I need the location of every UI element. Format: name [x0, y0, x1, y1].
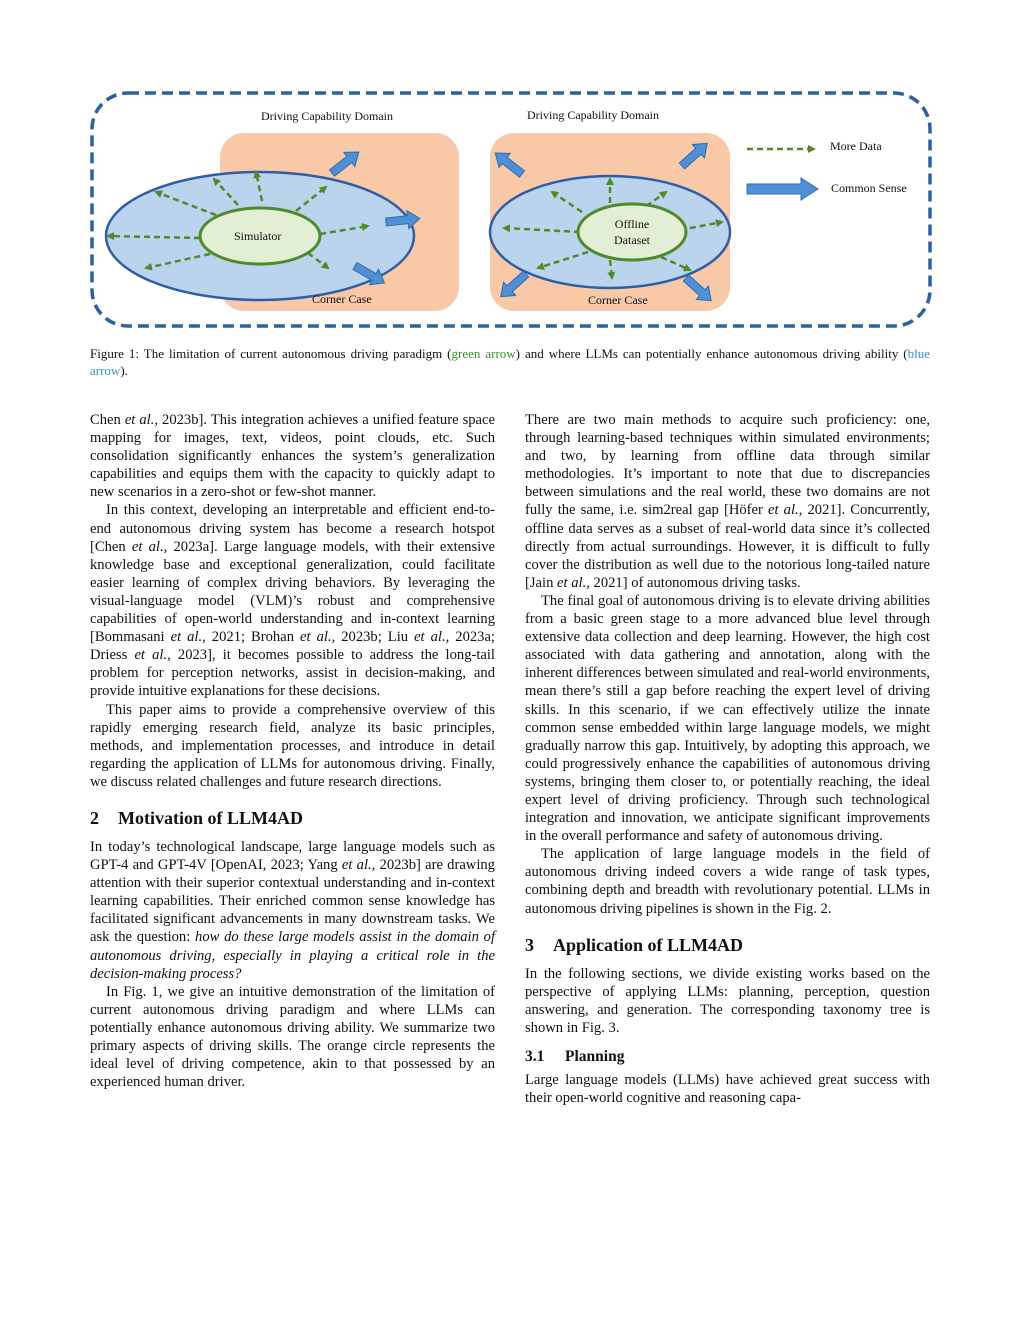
figure-caption: Figure 1: The limitation of current auto… — [90, 345, 930, 379]
citation-etal: et al. — [341, 857, 372, 874]
blue-arrow — [385, 209, 421, 230]
subsection-number: 3.1 — [525, 1048, 545, 1065]
paragraph: Chen et al., 2023b]. This integration ac… — [90, 411, 495, 501]
corner-case-right: Corner Case — [588, 293, 648, 307]
paragraph: In Fig. 1, we give an intuitive demonstr… — [90, 983, 495, 1091]
paragraph: There are two main methods to acquire su… — [525, 411, 930, 592]
text: , 2023b] are drawing attention with thei… — [90, 857, 495, 946]
blue-arrow — [352, 261, 386, 286]
simulator-ellipse — [198, 206, 322, 266]
text: , 2021] of autonomous driving tasks. — [586, 574, 801, 591]
citation-etal: et al. — [131, 538, 164, 555]
paragraph: This paper aims to provide a comprehensi… — [90, 701, 495, 790]
green-arrow — [307, 252, 330, 270]
offline-label-line2: Dataset — [614, 233, 650, 247]
legend-common-sense: Common Sense — [831, 181, 907, 195]
green-arrow — [319, 223, 370, 236]
offline-dataset-ellipse — [576, 202, 688, 262]
right-blue-arrows — [494, 142, 712, 302]
blue-arrow — [328, 151, 360, 177]
text: , 2021; Brohan — [202, 629, 301, 646]
green-arrow — [536, 250, 589, 270]
section-number: 2 — [90, 807, 99, 828]
section-title: Application of LLM4AD — [553, 934, 744, 955]
research-question: how do these large models assist in the … — [90, 929, 495, 982]
text: In this context, developing an interpret… — [90, 502, 495, 555]
paragraph: The final goal of autonomous driving is … — [525, 592, 930, 845]
citation-etal: et al. — [124, 412, 155, 428]
blue-arrow — [494, 152, 526, 178]
green-arrow — [651, 251, 692, 272]
offline-label-line1: Offline — [614, 217, 650, 231]
section-title: Motivation of LLM4AD — [118, 807, 303, 828]
subsection-title: Planning — [565, 1048, 625, 1065]
section-number: 3 — [525, 934, 534, 955]
citation-etal: et al. — [557, 574, 587, 591]
legend-blue-arrow — [746, 177, 819, 201]
citation-etal: et al. — [300, 629, 332, 646]
green-arrow — [550, 190, 583, 214]
text: There are two main methods to acquire su… — [525, 412, 930, 519]
section-heading-3: 3 Application of LLM4AD — [525, 934, 930, 956]
green-arrow — [679, 219, 724, 232]
green-arrow — [212, 177, 239, 206]
text: , 2023a; Driess — [90, 629, 495, 664]
right-column: There are two main methods to acquire su… — [525, 411, 930, 1107]
figure-1: Driving Capability Domain Driving Capabi… — [86, 88, 936, 334]
citation-etal: et al. — [768, 502, 799, 519]
simulator-label: Simulator — [234, 229, 282, 243]
caption-blue-arrow: blue arrow — [90, 346, 931, 378]
offline-label: Offline Dataset — [614, 216, 650, 248]
left-blue-arrows — [328, 151, 421, 286]
green-arrow — [253, 170, 264, 202]
legend-more-data: More Data — [830, 139, 882, 153]
paragraph: Large language models (LLMs) have achiev… — [525, 1072, 930, 1107]
figure-diagram — [90, 91, 932, 328]
text: , 2021]. Concurrently, offline data serv… — [525, 502, 931, 591]
blue-arrow — [682, 274, 712, 302]
green-arrow — [607, 259, 616, 280]
green-arrow — [502, 224, 581, 234]
caption-text: ) and where LLMs can potentially enhance… — [515, 346, 908, 361]
blue-arrow — [678, 142, 708, 170]
section-heading-2: 2 Motivation of LLM4AD — [90, 807, 495, 829]
text: , 2023a]. Large language models, with th… — [90, 538, 495, 646]
caption-text: ). — [120, 363, 128, 378]
domain-label-left: Driving Capability Domain — [261, 109, 393, 123]
left-green-arrows — [106, 170, 370, 271]
blue-arrow — [500, 270, 530, 298]
left-column: Chen et al., 2023b]. This integration ac… — [90, 411, 495, 1091]
green-arrow — [106, 232, 201, 241]
green-arrow — [295, 185, 328, 212]
paragraph: In today’s technological landscape, larg… — [90, 838, 495, 983]
text: , 2023], it becomes possible to address … — [90, 647, 495, 700]
caption-text: Figure 1: The limitation of current auto… — [90, 346, 452, 361]
text: , 2023b; Liu — [331, 629, 415, 646]
citation-etal: et al. — [170, 629, 203, 646]
paragraph: In the following sections, we divide exi… — [525, 965, 930, 1036]
green-arrow — [144, 252, 211, 271]
caption-green-arrow: green arrow — [451, 346, 516, 361]
green-arrow — [154, 190, 217, 217]
paragraph: The application of large language models… — [525, 846, 930, 917]
text: Chen — [90, 412, 125, 428]
domain-label-right: Driving Capability Domain — [527, 108, 659, 122]
outer-dashed-border — [90, 91, 932, 328]
citation-etal: et al. — [414, 629, 446, 646]
text: , 2023b]. This integration achieves a un… — [90, 412, 495, 501]
subsection-heading-3-1: 3.1 Planning — [525, 1047, 930, 1066]
corner-case-left: Corner Case — [312, 292, 372, 306]
citation-etal: et al. — [134, 647, 168, 664]
paragraph: In this context, developing an interpret… — [90, 501, 495, 700]
text: In today’s technological landscape, larg… — [90, 838, 495, 874]
